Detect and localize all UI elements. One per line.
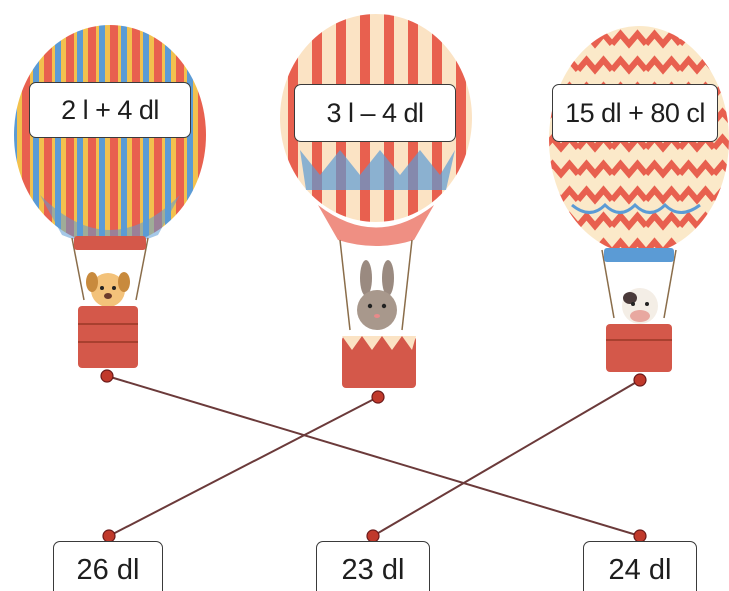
balloon-1-expression: 2 l + 4 dl [29, 82, 191, 138]
balloon-2-expression: 3 l – 4 dl [294, 84, 456, 142]
balloon-1-dot[interactable] [100, 369, 114, 383]
answer-box-2: 23 dl [316, 541, 430, 591]
balloon-3-expression: 15 dl + 80 cl [552, 84, 718, 142]
balloon-1-basket [78, 306, 138, 368]
balloon-3 [549, 26, 729, 372]
balloon-2-dot[interactable] [371, 390, 385, 404]
answer-box-3: 24 dl [583, 541, 697, 591]
balloon-2-basket [342, 336, 416, 388]
connection-line-1 [106, 375, 641, 537]
connection-line-3 [372, 379, 641, 537]
rabbit-passenger [357, 260, 397, 330]
dog-passenger [86, 272, 130, 307]
balloon-3-basket [606, 324, 672, 372]
answer-box-1: 26 dl [53, 541, 163, 591]
connection-line-2 [108, 396, 379, 537]
balloon-1 [14, 25, 206, 368]
balloon-2 [280, 14, 472, 388]
cow-passenger [622, 288, 658, 324]
balloon-3-dot[interactable] [633, 373, 647, 387]
